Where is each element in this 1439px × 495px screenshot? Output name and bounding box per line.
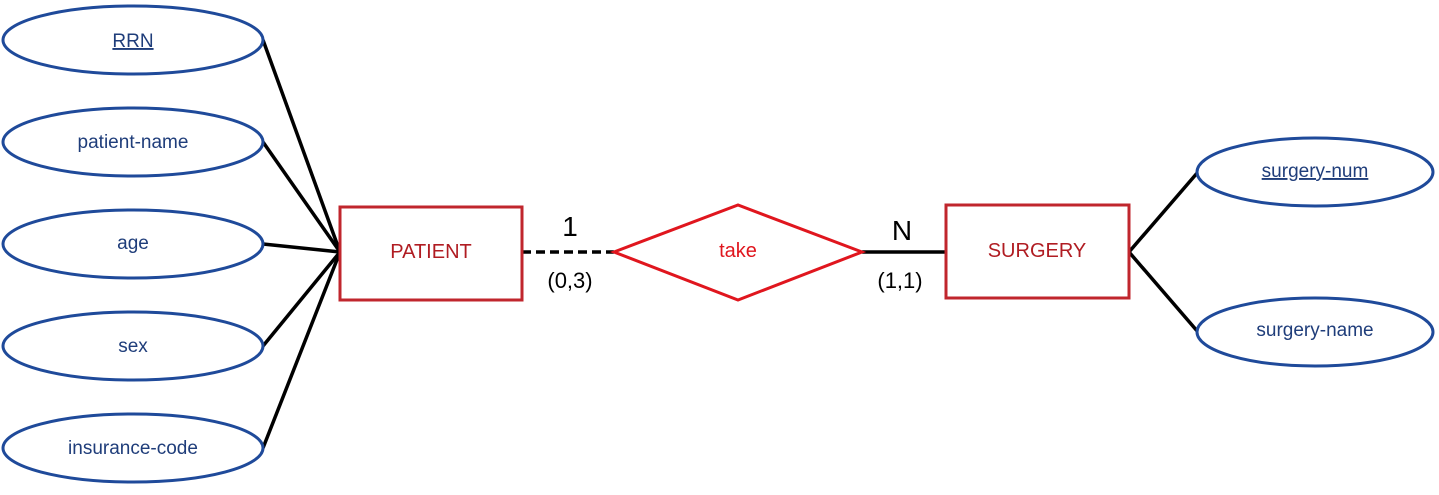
constraint-surgery-side: (1,1) bbox=[877, 268, 922, 293]
attribute-rrn[interactable]: RRN bbox=[1, 4, 265, 76]
attribute-patient-name[interactable]: patient-name bbox=[1, 106, 265, 178]
entity-surgery[interactable]: SURGERY bbox=[944, 203, 1131, 300]
attribute-patient-name-label: patient-name bbox=[78, 132, 189, 153]
entity-surgery-label: SURGERY bbox=[988, 240, 1087, 262]
entity-patient[interactable]: PATIENT bbox=[338, 205, 524, 302]
surgery-attribute-links bbox=[1127, 170, 1200, 334]
attribute-insurance-code[interactable]: insurance-code bbox=[1, 412, 265, 484]
attribute-surgery-num-label: surgery-num bbox=[1262, 161, 1369, 182]
link-age bbox=[262, 242, 341, 254]
attribute-insurance-code-label: insurance-code bbox=[68, 438, 198, 459]
attribute-surgery-num[interactable]: surgery-num bbox=[1195, 136, 1435, 208]
link-surgery-num bbox=[1127, 170, 1200, 254]
patient-attribute-links bbox=[261, 39, 342, 449]
attribute-rrn-label: RRN bbox=[112, 31, 153, 52]
attribute-age[interactable]: age bbox=[1, 208, 265, 280]
attribute-surgery-name[interactable]: surgery-name bbox=[1195, 296, 1435, 368]
link-sex bbox=[261, 250, 342, 348]
constraint-patient-side: (0,3) bbox=[547, 268, 592, 293]
attribute-sex-label: sex bbox=[118, 336, 148, 357]
link-rrn bbox=[261, 39, 342, 253]
attribute-age-label: age bbox=[117, 233, 149, 254]
link-surgery-name bbox=[1127, 250, 1200, 334]
entity-patient-label: PATIENT bbox=[390, 241, 471, 263]
relationship-take-label: take bbox=[719, 240, 757, 262]
cardinality-patient-side: 1 bbox=[562, 211, 578, 242]
cardinality-surgery-side: N bbox=[892, 215, 912, 246]
link-patient-name bbox=[261, 140, 342, 254]
attribute-sex[interactable]: sex bbox=[1, 310, 265, 382]
attribute-surgery-name-label: surgery-name bbox=[1256, 320, 1373, 341]
relationship-take[interactable]: take bbox=[609, 203, 867, 302]
link-insurance-code bbox=[261, 251, 342, 449]
